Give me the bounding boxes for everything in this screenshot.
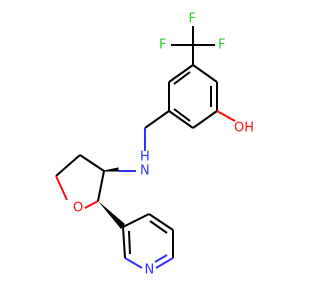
phenol-ring bbox=[168, 64, 218, 129]
thf-bond-c5-o bbox=[55, 175, 68, 201]
thf-bond-c3-c4 bbox=[79, 154, 105, 172]
phenol-double-bond-c bbox=[173, 71, 191, 85]
pyr-bond-1 bbox=[122, 213, 150, 228]
tetrahydrofuran-ring: O bbox=[55, 154, 136, 229]
stereo-wedge-c2 bbox=[98, 201, 125, 229]
pyr-double-bond-c bbox=[128, 230, 131, 255]
pyr-bond-2 bbox=[148, 213, 174, 231]
pyridine-nitrogen-label: N bbox=[145, 263, 155, 278]
phenol-bond-4 bbox=[168, 110, 194, 129]
amine-nitrogen-label: N bbox=[140, 164, 150, 179]
phenol-double-bond-b bbox=[173, 108, 191, 122]
amine-hydrogen-label: H bbox=[140, 150, 150, 165]
pyr-bond-4 bbox=[155, 257, 174, 269]
methylene-amine-linker: H N bbox=[140, 110, 170, 179]
bond-ring-ch2 bbox=[144, 110, 170, 129]
pyridine-ring: N bbox=[122, 213, 174, 278]
hydroxyl-group: OH bbox=[216, 110, 254, 136]
ring-oxygen-label: O bbox=[73, 201, 83, 216]
pyr-double-bond-b bbox=[154, 254, 168, 263]
fluorine-left-label: F bbox=[159, 38, 166, 53]
pyr-bond-5 bbox=[124, 257, 143, 269]
thf-bond-o-c2 bbox=[84, 200, 99, 209]
thf-bond-c4-c5 bbox=[55, 154, 81, 177]
molecule-structure-diagram: F F F OH H N O bbox=[55, 12, 254, 278]
pyr-double-bond-a bbox=[149, 220, 168, 234]
fluorine-top-label: F bbox=[189, 12, 196, 27]
pyr-bond-6 bbox=[122, 226, 126, 259]
bond-c-oh bbox=[216, 110, 236, 122]
hydroxyl-label: OH bbox=[234, 121, 254, 136]
trifluoromethyl-group: F F F bbox=[159, 12, 225, 65]
thf-bond-c2-c3 bbox=[97, 170, 105, 202]
phenol-bond-6 bbox=[168, 64, 194, 83]
phenol-bond-3 bbox=[192, 110, 218, 129]
stereo-wedge-c3 bbox=[103, 167, 119, 172]
fluorine-right-label: F bbox=[218, 38, 225, 53]
phenol-bond-1 bbox=[192, 64, 218, 83]
